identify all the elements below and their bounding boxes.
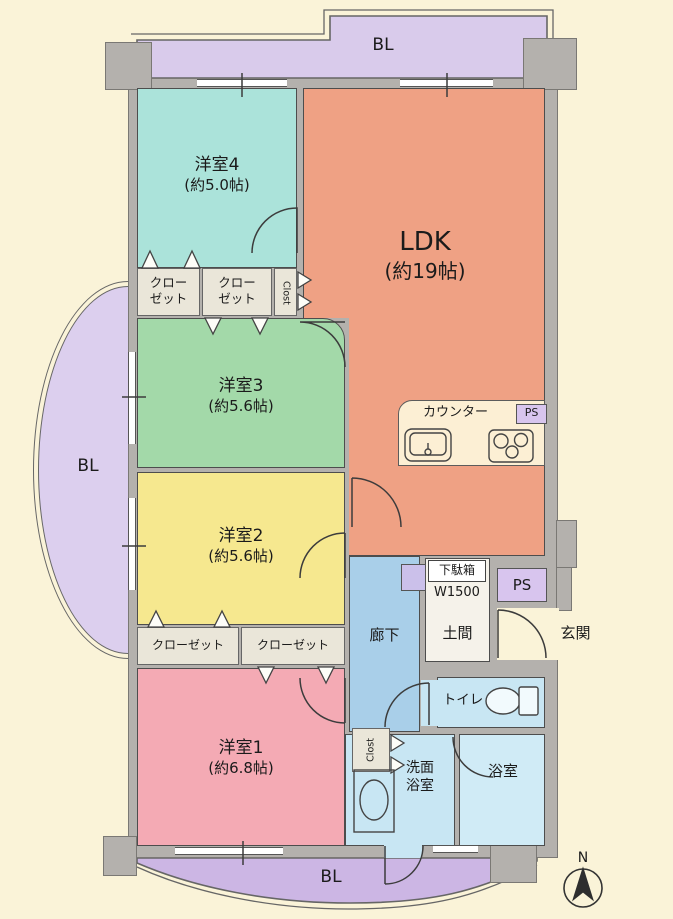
ps-box-small bbox=[516, 404, 547, 424]
corridor-label: 廊下 bbox=[369, 626, 400, 644]
bathroom bbox=[459, 734, 545, 846]
window-bottom-bath bbox=[433, 845, 478, 853]
room1-name: 洋室1 bbox=[218, 738, 264, 758]
closet-room4-a-label: クロー ゼット bbox=[138, 275, 199, 306]
closet-text: クロー bbox=[218, 275, 256, 290]
wall-ps-notch bbox=[556, 567, 572, 611]
closet-room1-a-label: クローゼット bbox=[151, 638, 224, 652]
room2-label: 洋室2 (約5.6帖) bbox=[137, 526, 345, 566]
balcony-left-label: BL bbox=[77, 456, 99, 476]
closet-clost-a-label: Clost bbox=[280, 281, 292, 305]
pillar-top-right bbox=[523, 38, 577, 90]
washroom-label: 洗面 浴室 bbox=[392, 760, 448, 795]
balcony-top-label: BL bbox=[372, 35, 394, 55]
compass-icon bbox=[563, 866, 603, 908]
room3-name: 洋室3 bbox=[218, 376, 264, 396]
window-left-room3 bbox=[128, 352, 136, 444]
room1-label: 洋室1 (約6.8帖) bbox=[137, 738, 345, 778]
closet-room1-b-label: クローゼット bbox=[256, 638, 329, 652]
room4-size: (約5.0帖) bbox=[184, 176, 250, 195]
shoe-cabinet-label: 下駄箱 bbox=[438, 563, 475, 577]
ps-large-label: PS bbox=[512, 576, 532, 594]
ldk-size: (約19帖) bbox=[384, 258, 466, 283]
ldk-label: LDK (約19帖) bbox=[330, 226, 520, 284]
closet-text: ゼット bbox=[218, 290, 256, 306]
window-left-room2 bbox=[128, 498, 136, 590]
compass-north-label: N bbox=[577, 850, 589, 866]
room2-size: (約5.6帖) bbox=[208, 547, 274, 566]
room4-label: 洋室4 (約5.0帖) bbox=[137, 155, 297, 195]
washroom-line1: 洗面 bbox=[406, 760, 434, 776]
window-top-room4 bbox=[197, 79, 287, 87]
ps-box-large bbox=[497, 568, 547, 602]
room4-name: 洋室4 bbox=[194, 155, 240, 175]
room2-name: 洋室2 bbox=[218, 526, 264, 546]
balcony-door-opening bbox=[384, 845, 422, 858]
closet-text: ゼット bbox=[149, 290, 188, 306]
bathroom-label: 浴室 bbox=[487, 762, 518, 780]
room3-size: (約5.6帖) bbox=[208, 397, 274, 416]
closet-text: クロー bbox=[149, 275, 188, 290]
corridor-storage-box bbox=[401, 564, 426, 591]
ldk-name: LDK bbox=[399, 227, 451, 257]
shoe-cabinet-width: W1500 bbox=[434, 585, 480, 600]
toilet-label: トイレ bbox=[442, 692, 484, 708]
window-bottom-room1 bbox=[175, 847, 283, 855]
entrance-label: 玄関 bbox=[560, 624, 591, 642]
toilet-door-gap bbox=[421, 680, 438, 726]
closet-room4-b-label: クロー ゼット bbox=[203, 275, 271, 306]
window-top-ldk bbox=[400, 79, 493, 87]
wall-entrance-jut bbox=[556, 520, 577, 568]
balcony-bottom-label: BL bbox=[320, 867, 342, 887]
washroom-line2: 浴室 bbox=[406, 777, 434, 794]
room3-label: 洋室3 (約5.6帖) bbox=[137, 376, 345, 416]
ps-small-label: PS bbox=[524, 406, 539, 419]
pillar-top-left bbox=[105, 42, 152, 90]
counter-label: カウンター bbox=[422, 405, 488, 420]
pillar-bottom-left bbox=[103, 836, 137, 876]
doma-label: 土間 bbox=[442, 624, 473, 642]
closet-clost-b-label: Clost bbox=[365, 738, 377, 762]
room1-size: (約6.8帖) bbox=[208, 759, 274, 778]
balcony-top bbox=[136, 15, 548, 79]
